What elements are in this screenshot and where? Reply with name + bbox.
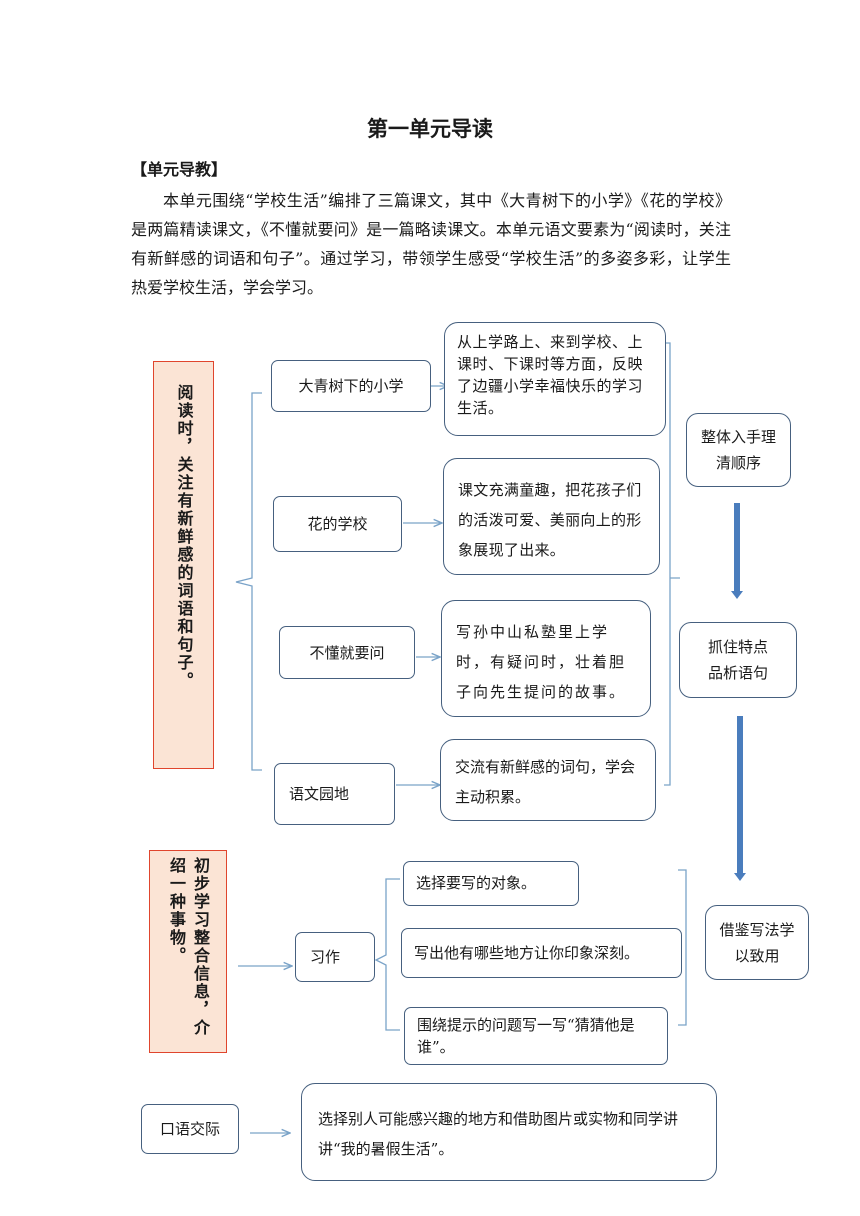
writing-item-box: 围绕提示的问题写一写“猜猜他是谁”。 [404, 1007, 668, 1065]
step-box: 抓住特点品析语句 [679, 622, 797, 698]
lesson-desc: 从上学路上、来到学校、上课时、下课时等方面，反映了边疆小学幸福快乐的学习生活。 [457, 333, 644, 417]
writing-item: 选择要写的对象。 [416, 874, 537, 892]
right-brace [664, 342, 680, 786]
lesson-desc-box: 从上学路上、来到学校、上课时、下课时等方面，反映了边疆小学幸福快乐的学习生活。 [444, 322, 666, 436]
lesson-desc: 课文充满童趣，把花孩子们的活泼可爱、美丽向上的形象展现了出来。 [458, 481, 642, 559]
writing-item-box: 写出他有哪些地方让你印象深刻。 [401, 928, 682, 978]
writing-focus-box: 初步学习整合信息，介绍一种事物。 [149, 850, 227, 1053]
lesson-desc-box: 交流有新鲜感的词句，学会主动积累。 [440, 739, 656, 821]
oral-desc-box: 选择别人可能感兴趣的地方和借助图片或实物和同学讲讲“我的暑假生活”。 [301, 1083, 717, 1181]
step-text: 整体入手理清顺序 [701, 428, 777, 472]
block-arrow-1 [731, 503, 743, 599]
writing-item-box: 选择要写的对象。 [403, 861, 579, 906]
oral-label-box: 口语交际 [141, 1104, 239, 1154]
block-arrow-2 [734, 716, 746, 881]
lesson-name: 语文园地 [289, 785, 350, 803]
reading-focus-box: 阅读时，关注有新鲜感的词语和句子。 [153, 361, 214, 769]
lesson-desc-box: 课文充满童趣，把花孩子们的活泼可爱、美丽向上的形象展现了出来。 [443, 458, 660, 575]
page-title: 第一单元导读 [367, 116, 493, 141]
writing-item: 围绕提示的问题写一写“猜猜他是谁”。 [417, 1016, 635, 1056]
step-text: 借鉴写法学以致用 [719, 920, 795, 965]
oral-label: 口语交际 [159, 1120, 220, 1138]
lesson-desc-box: 写孙中山私塾里上学时，有疑问时，壮着胆子向先生提问的故事。 [441, 600, 651, 717]
reading-focus-text: 阅读时，关注有新鲜感的词语和句子。 [174, 384, 194, 690]
lesson-name: 大青树下的小学 [298, 377, 404, 395]
left-brace [235, 392, 262, 771]
lesson-name-box: 不懂就要问 [279, 626, 415, 679]
writing-right-brace [678, 869, 687, 1026]
lesson-desc: 交流有新鲜感的词句，学会主动积累。 [455, 758, 636, 806]
writing-brace [374, 878, 400, 1031]
step-box: 整体入手理清顺序 [686, 413, 791, 487]
oral-desc: 选择别人可能感兴趣的地方和借助图片或实物和同学讲讲“我的暑假生活”。 [318, 1110, 679, 1158]
lesson-name-box: 大青树下的小学 [271, 360, 431, 412]
writing-label-box: 习作 [295, 932, 375, 982]
lesson-name-box: 语文园地 [274, 763, 395, 825]
step-box: 借鉴写法学以致用 [705, 905, 809, 980]
intro-paragraph: 本单元围绕“学校生活”编排了三篇课文，其中《大青树下的小学》《花的学校》是两篇精… [131, 191, 731, 297]
writing-label: 习作 [310, 948, 341, 966]
writing-focus-text: 初步学习整合信息，介绍一种事物。 [167, 857, 210, 1037]
lesson-name-box: 花的学校 [273, 496, 402, 552]
lesson-desc: 写孙中山私塾里上学时，有疑问时，壮着胆子向先生提问的故事。 [456, 623, 627, 701]
section-label: 【单元导教】 [131, 160, 228, 179]
writing-item: 写出他有哪些地方让你印象深刻。 [414, 944, 640, 962]
lesson-name: 不懂就要问 [309, 643, 385, 662]
lesson-name: 花的学校 [307, 515, 368, 533]
step-text: 抓住特点品析语句 [707, 638, 768, 682]
